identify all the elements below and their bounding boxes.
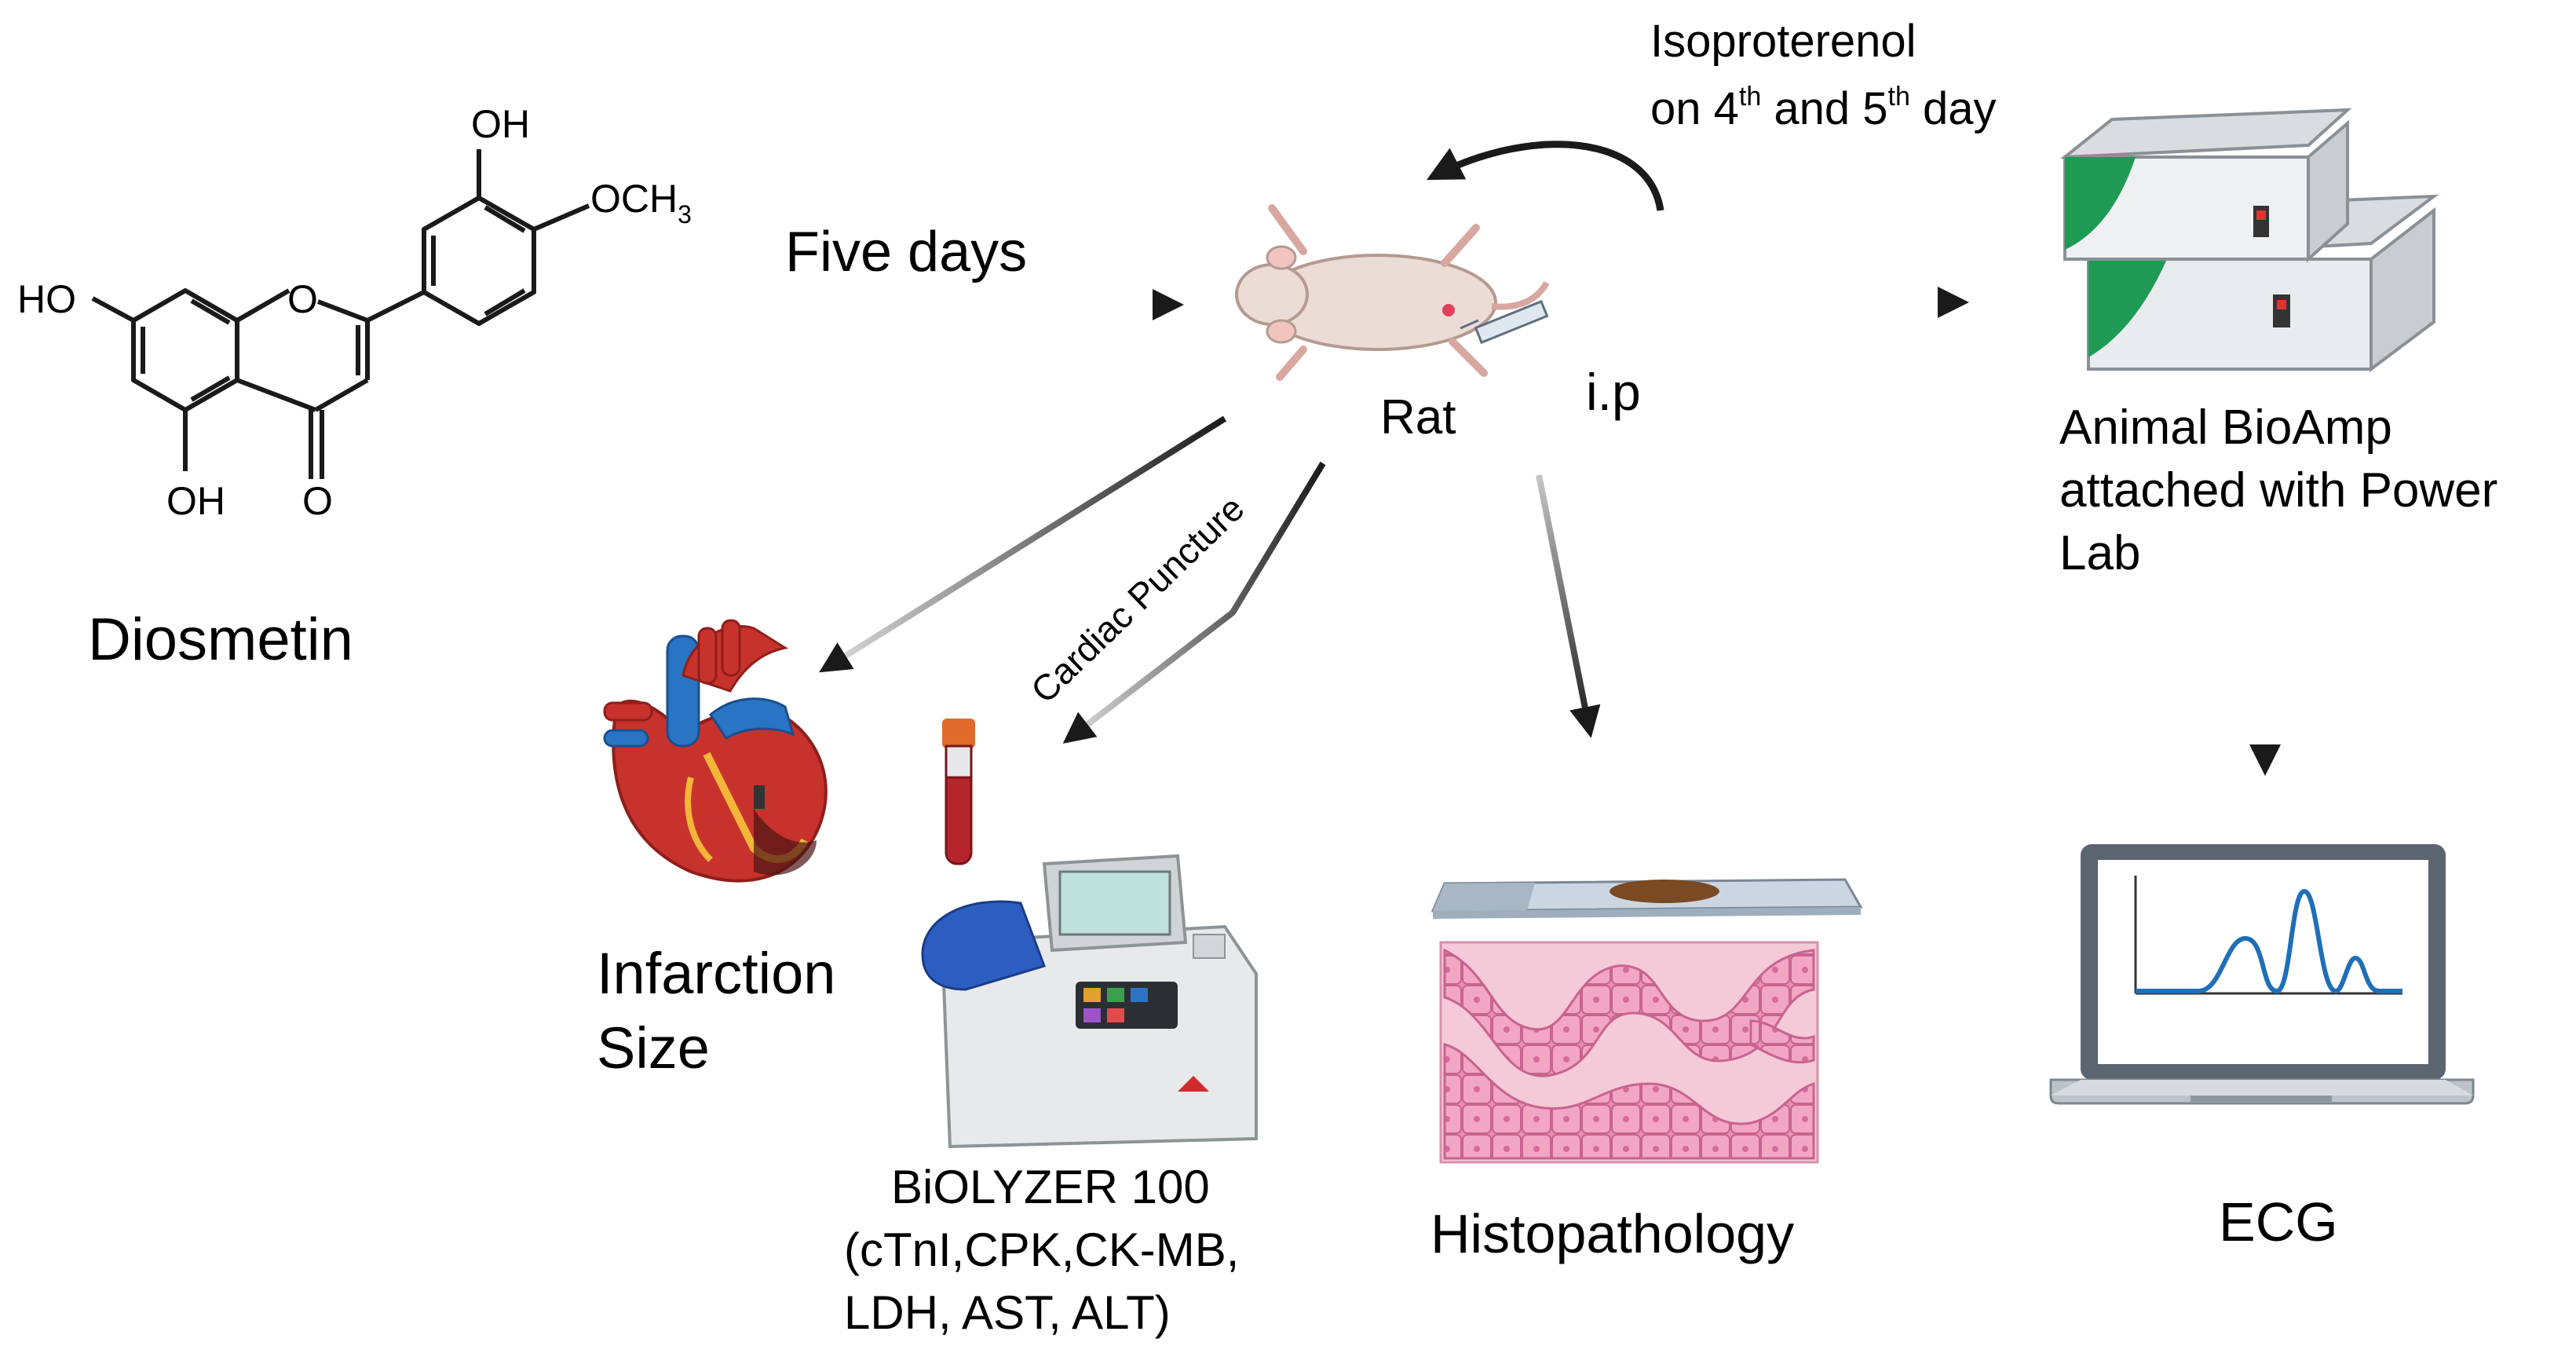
bioamp-line2: attached with Power <box>2059 463 2497 518</box>
biolyzer-line2: (cTnI,CPK,CK-MB, <box>844 1224 1239 1276</box>
infarction-line2: Size <box>597 1015 710 1081</box>
bioamp-line1: Animal BioAmp <box>2059 401 2392 455</box>
bioamp-icon <box>2059 108 2439 372</box>
route-label: i.p <box>1586 363 1641 421</box>
isoproterenol-line1: Isoproterenol <box>1650 16 1916 67</box>
histopathology-label: Histopathology <box>1431 1203 1794 1264</box>
dosing-label: Five days <box>785 221 1027 283</box>
infarction-arrow <box>819 415 1227 673</box>
diosmetin-structure <box>91 149 590 479</box>
biolyzer-line3: LDH, AST, ALT) <box>844 1286 1171 1339</box>
ring-o-label: O <box>287 277 318 321</box>
analyzer-icon <box>921 854 1258 1149</box>
biolyzer-line1: BiOLYZER 100 <box>891 1161 1210 1213</box>
rat-icon <box>1235 204 1550 381</box>
laptop-icon <box>2049 844 2475 1105</box>
och3-label: OCH3 <box>590 177 692 229</box>
tissue-icon <box>1439 941 1819 1164</box>
oh-bottom-label: OH <box>166 479 225 523</box>
syringe-icon <box>1460 299 1549 345</box>
histopathology-arrow <box>1536 474 1601 738</box>
rat-label: Rat <box>1380 390 1456 444</box>
oh-top-label: OH <box>471 102 530 146</box>
cardiac-puncture-arrow <box>1062 461 1326 744</box>
bioamp-line3: Lab <box>2059 526 2140 580</box>
carbonyl-o-label: O <box>302 479 333 523</box>
isoproterenol-line2: on 4th and 5th day <box>1650 82 1997 134</box>
ecg-label: ECG <box>2219 1191 2338 1253</box>
infarction-line1: Infarction <box>597 941 835 1006</box>
blood-tube-icon <box>942 719 975 865</box>
heart-icon <box>603 619 828 883</box>
compound-name: Diosmetin <box>88 606 353 673</box>
slide-icon <box>1431 878 1863 919</box>
isoproterenol-arrow <box>1427 141 1664 211</box>
ho-left-label: HO <box>17 277 76 321</box>
